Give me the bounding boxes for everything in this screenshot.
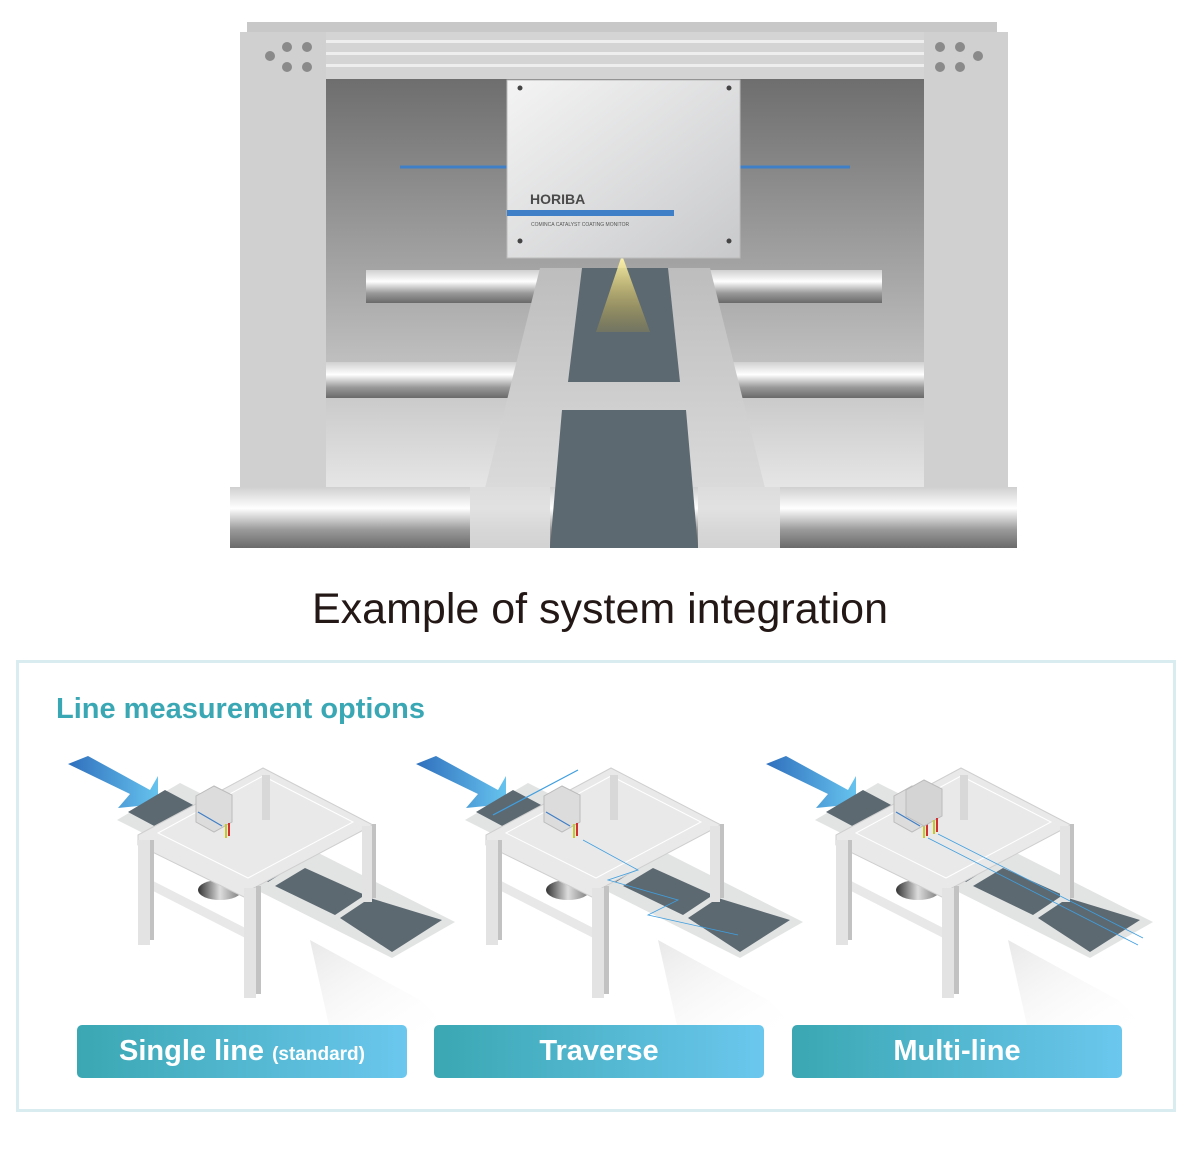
single-line-sublabel: (standard) [272, 1043, 365, 1065]
multi-line-button[interactable]: Multi-line [792, 1025, 1122, 1078]
line-measurement-options-panel [16, 660, 1176, 1112]
multi-line-illustration [765, 755, 1154, 1030]
coated-film-lower [550, 410, 698, 548]
horiba-monitor-device: HORIBA COMINCA CATALYST COATING MONITOR [506, 79, 741, 259]
caption: Example of system integration [312, 585, 888, 633]
line-option-illustrations [67, 755, 1154, 1030]
bolt-holes [265, 42, 983, 72]
traverse-button[interactable]: Traverse [434, 1025, 764, 1078]
single-line-label: Single line [119, 1035, 265, 1067]
brand-logo: HORIBA [530, 191, 585, 207]
options-title: Line measurement options [56, 693, 426, 725]
traverse-label: Traverse [539, 1035, 659, 1067]
traverse-illustration [415, 755, 804, 1030]
multi-line-label: Multi-line [893, 1035, 1021, 1067]
single-line-button[interactable]: Single line (standard) [77, 1025, 407, 1078]
single-line-illustration [67, 755, 456, 1030]
device-model-label: COMINCA CATALYST COATING MONITOR [531, 222, 629, 228]
web-substrate [470, 268, 780, 548]
measurement-beam [596, 255, 650, 332]
system-integration-illustration: HORIBA COMINCA CATALYST COATING MONITOR [230, 22, 1017, 548]
